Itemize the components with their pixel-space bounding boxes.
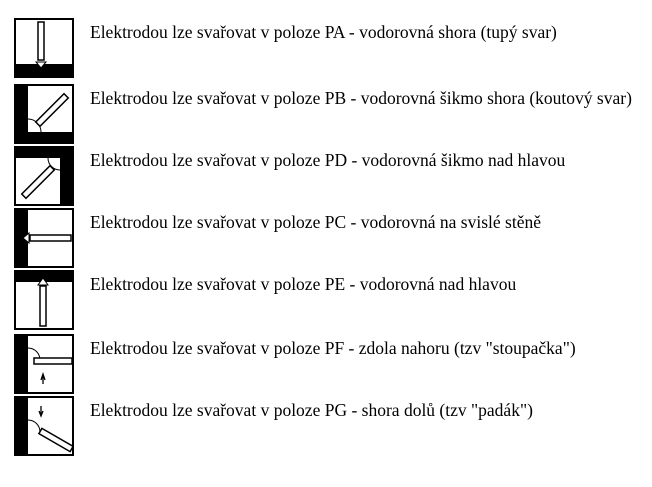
pd-overhead-fillet-icon <box>14 146 74 206</box>
pb-horizontal-fillet-icon <box>14 84 74 144</box>
position-label-pb: Elektrodou lze svařovat v poloze PB - vo… <box>90 88 632 108</box>
pg-vertical-down-icon <box>14 396 74 456</box>
position-label-pf: Elektrodou lze svařovat v poloze PF - zd… <box>90 338 576 358</box>
position-label-pg: Elektrodou lze svařovat v poloze PG - sh… <box>90 400 533 420</box>
pf-vertical-up-icon <box>14 334 74 394</box>
pa-flat-butt-icon <box>14 18 74 78</box>
position-label-pa: Elektrodou lze svařovat v poloze PA - vo… <box>90 22 557 42</box>
pe-overhead-icon <box>14 270 74 330</box>
position-label-pc: Elektrodou lze svařovat v poloze PC - vo… <box>90 212 542 232</box>
position-label-pe: Elektrodou lze svařovat v poloze PE - vo… <box>90 274 517 294</box>
pc-horizontal-vertical-wall-icon <box>14 208 74 268</box>
position-label-pd: Elektrodou lze svařovat v poloze PD - vo… <box>90 150 566 170</box>
